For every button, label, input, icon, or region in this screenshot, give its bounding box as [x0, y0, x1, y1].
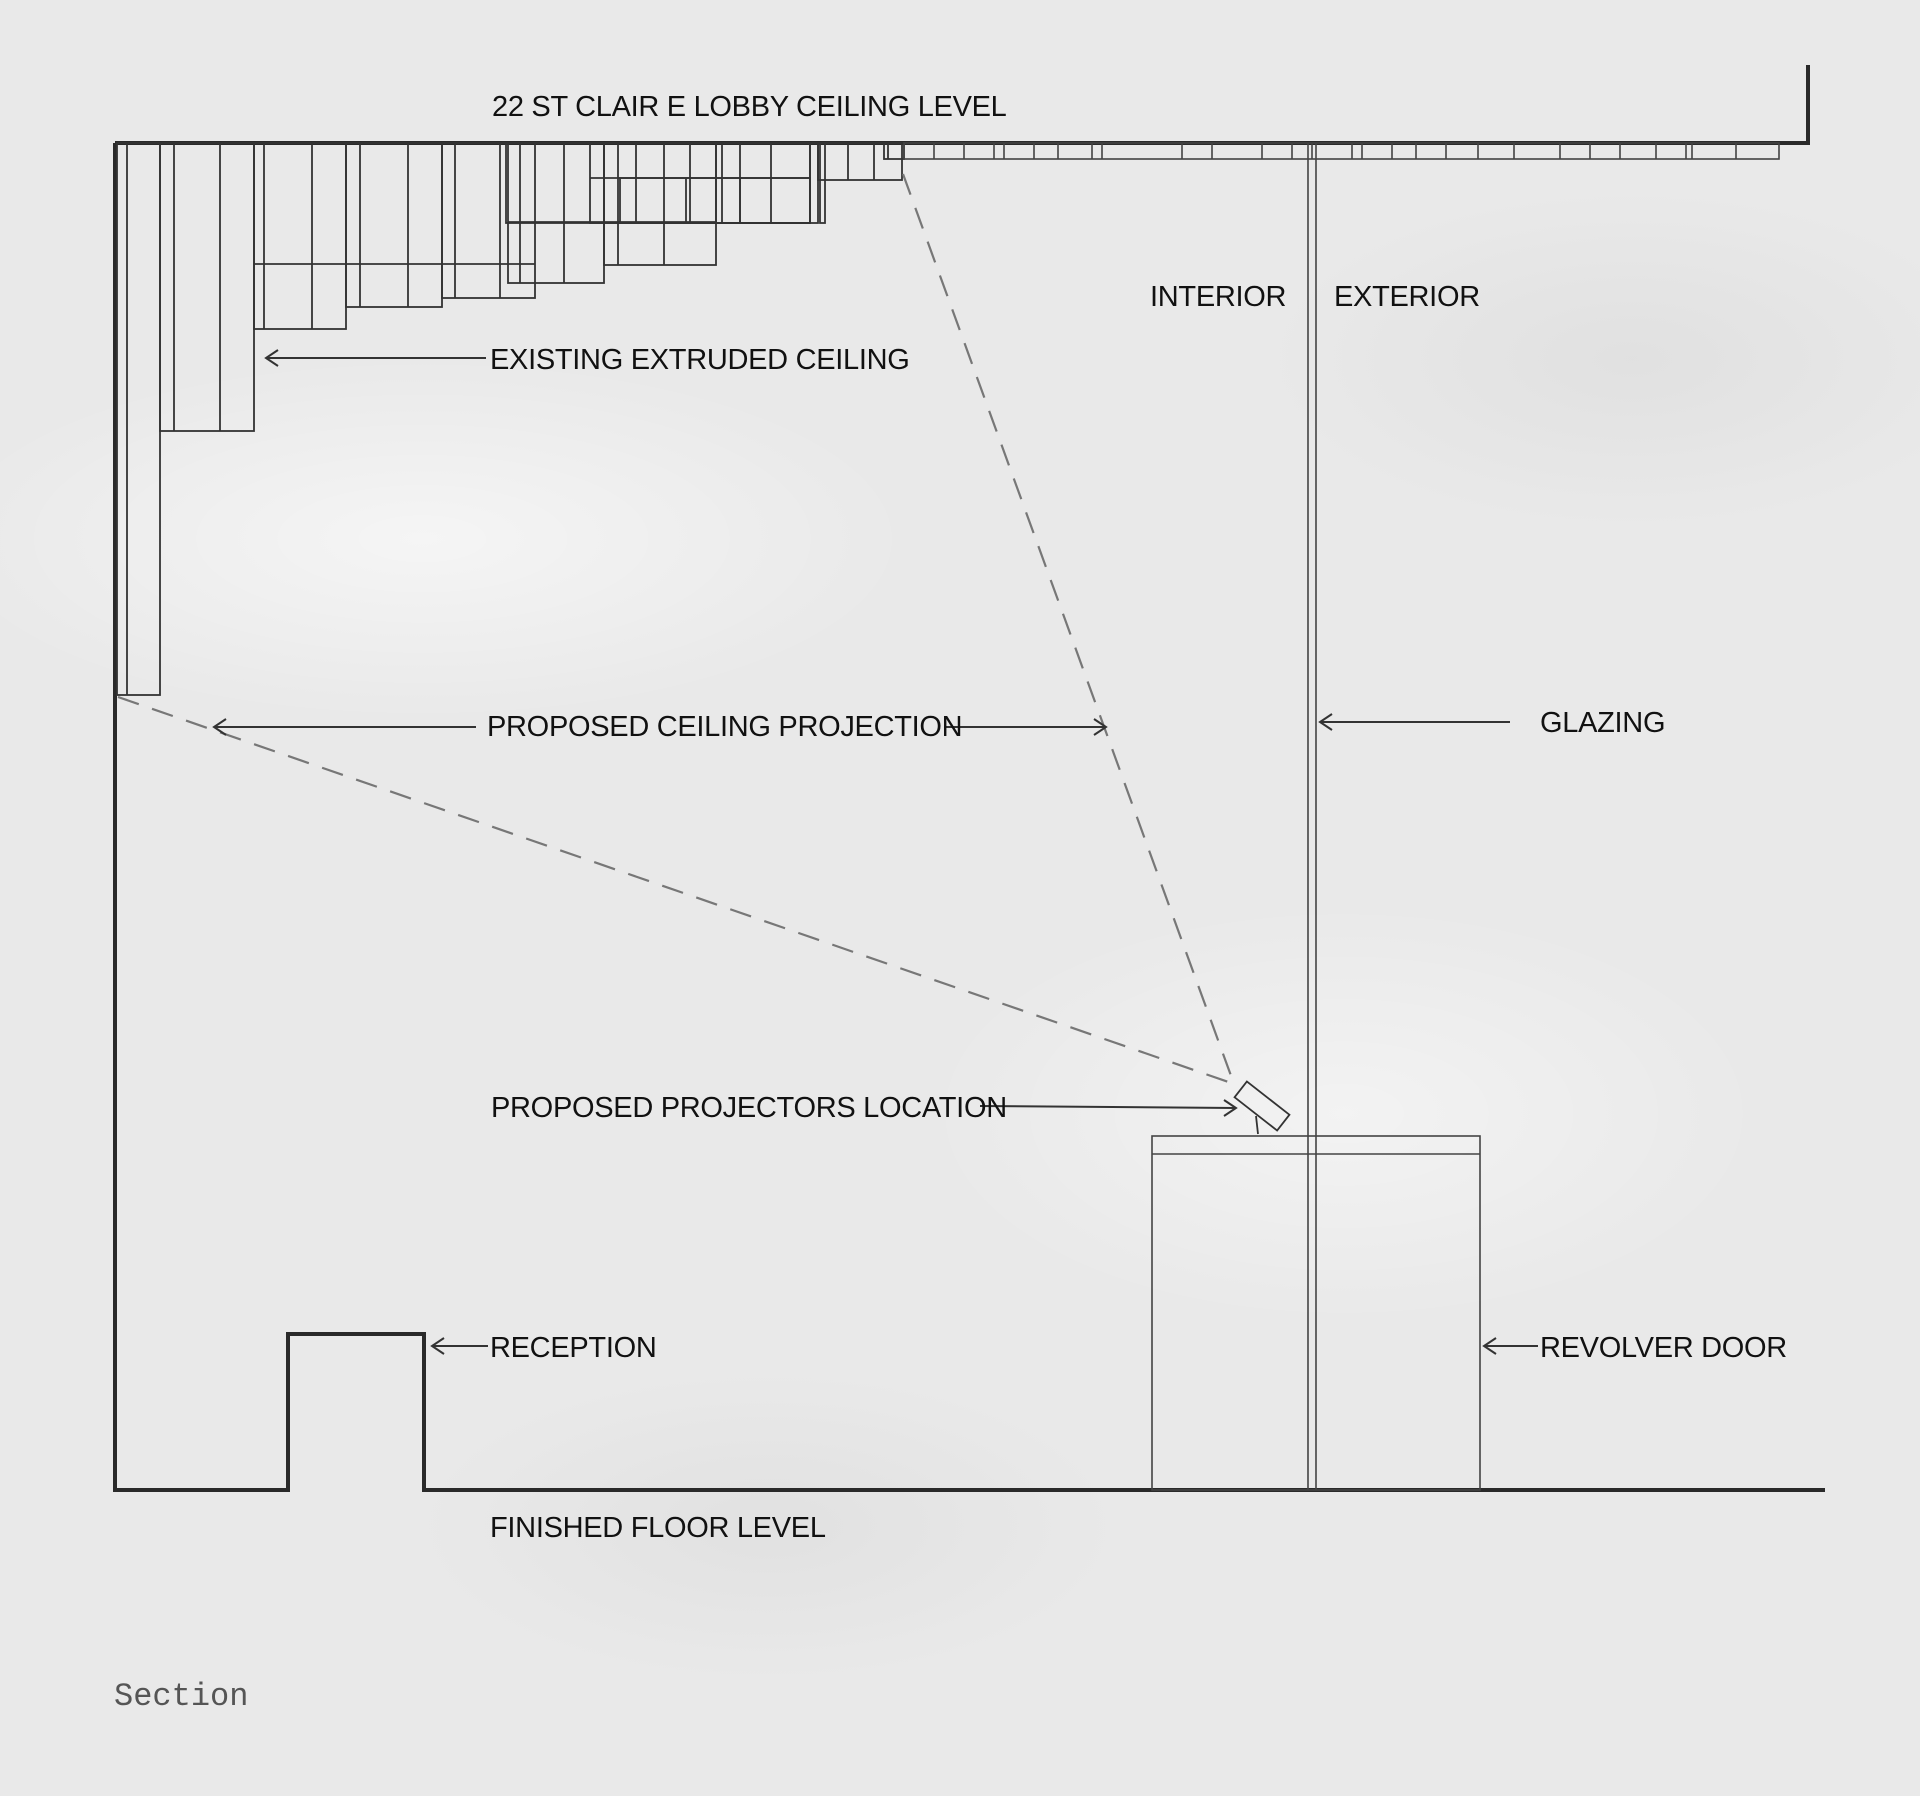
ceiling-projection-label: PROPOSED CEILING PROJECTION	[487, 711, 962, 743]
revolver-door-label: REVOLVER DOOR	[1540, 1332, 1787, 1364]
projector-icon	[1233, 1080, 1291, 1135]
interior-label: INTERIOR	[1150, 281, 1286, 313]
revolver-door	[1151, 1135, 1481, 1491]
reception-label: RECEPTION	[490, 1332, 657, 1364]
glazing	[1307, 143, 1317, 1136]
section-caption: Section	[114, 1678, 248, 1715]
projection-line-left	[117, 695, 1241, 1088]
glazing-label: GLAZING	[1540, 707, 1665, 739]
projection-line-right	[901, 173, 1236, 1085]
projectors-location-label: PROPOSED PROJECTORS LOCATION	[491, 1092, 1007, 1124]
leader-arrows	[212, 349, 1538, 1355]
floor-level-label: FINISHED FLOOR LEVEL	[490, 1512, 826, 1544]
existing-ceiling-label: EXISTING EXTRUDED CEILING	[490, 344, 910, 376]
ceiling-level-label: 22 ST CLAIR E LOBBY CEILING LEVEL	[492, 91, 1007, 123]
extruded-ceiling	[116, 142, 1780, 696]
exterior-label: EXTERIOR	[1334, 281, 1480, 313]
wall-and-floor-line	[113, 143, 1825, 1492]
